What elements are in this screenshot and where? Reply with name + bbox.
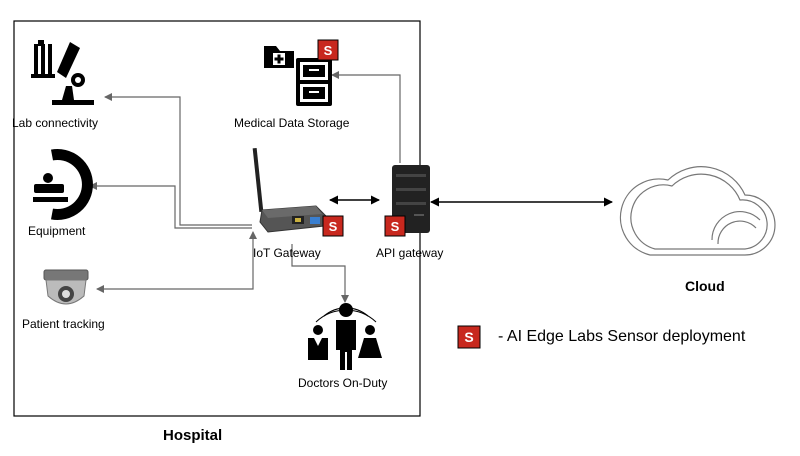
- sensor-badge: S: [322, 215, 344, 237]
- sensor-badge: S: [384, 215, 406, 237]
- label-iot-gateway: IoT Gateway: [253, 246, 321, 260]
- connector-equipment: [89, 182, 252, 229]
- label-hospital: Hospital: [163, 427, 223, 444]
- legend-text: - AI Edge Labs Sensor deployment: [498, 328, 746, 345]
- doctors-icon: [308, 303, 382, 370]
- label-cloud: Cloud: [685, 278, 725, 294]
- connector-lab: [104, 93, 252, 226]
- label-medical-data-storage: Medical Data Storage: [234, 116, 350, 130]
- svg-text:S: S: [329, 219, 338, 234]
- label-api-gateway: API gateway: [376, 246, 444, 260]
- microscope-icon: [31, 40, 94, 105]
- router-icon: [252, 147, 327, 233]
- label-equipment: Equipment: [28, 224, 86, 238]
- connectors: [89, 71, 401, 303]
- label-patient-tracking: Patient tracking: [22, 317, 105, 331]
- security-camera-icon: [43, 269, 89, 305]
- sensor-badge: S: [317, 39, 339, 61]
- cloud-icon: [619, 166, 776, 256]
- connector-patient: [96, 231, 257, 293]
- label-lab-connectivity: Lab connectivity: [12, 116, 99, 130]
- mri-scanner-icon: [33, 149, 93, 220]
- svg-text:S: S: [464, 329, 473, 345]
- medical-storage-icon: [264, 46, 332, 106]
- label-doctors-on-duty: Doctors On-Duty: [298, 376, 388, 390]
- svg-text:S: S: [324, 43, 333, 58]
- svg-text:S: S: [391, 219, 400, 234]
- links: [329, 195, 613, 207]
- connector-storage: [331, 71, 401, 163]
- connector-doctors: [291, 244, 349, 303]
- legend-badge: S: [457, 325, 481, 349]
